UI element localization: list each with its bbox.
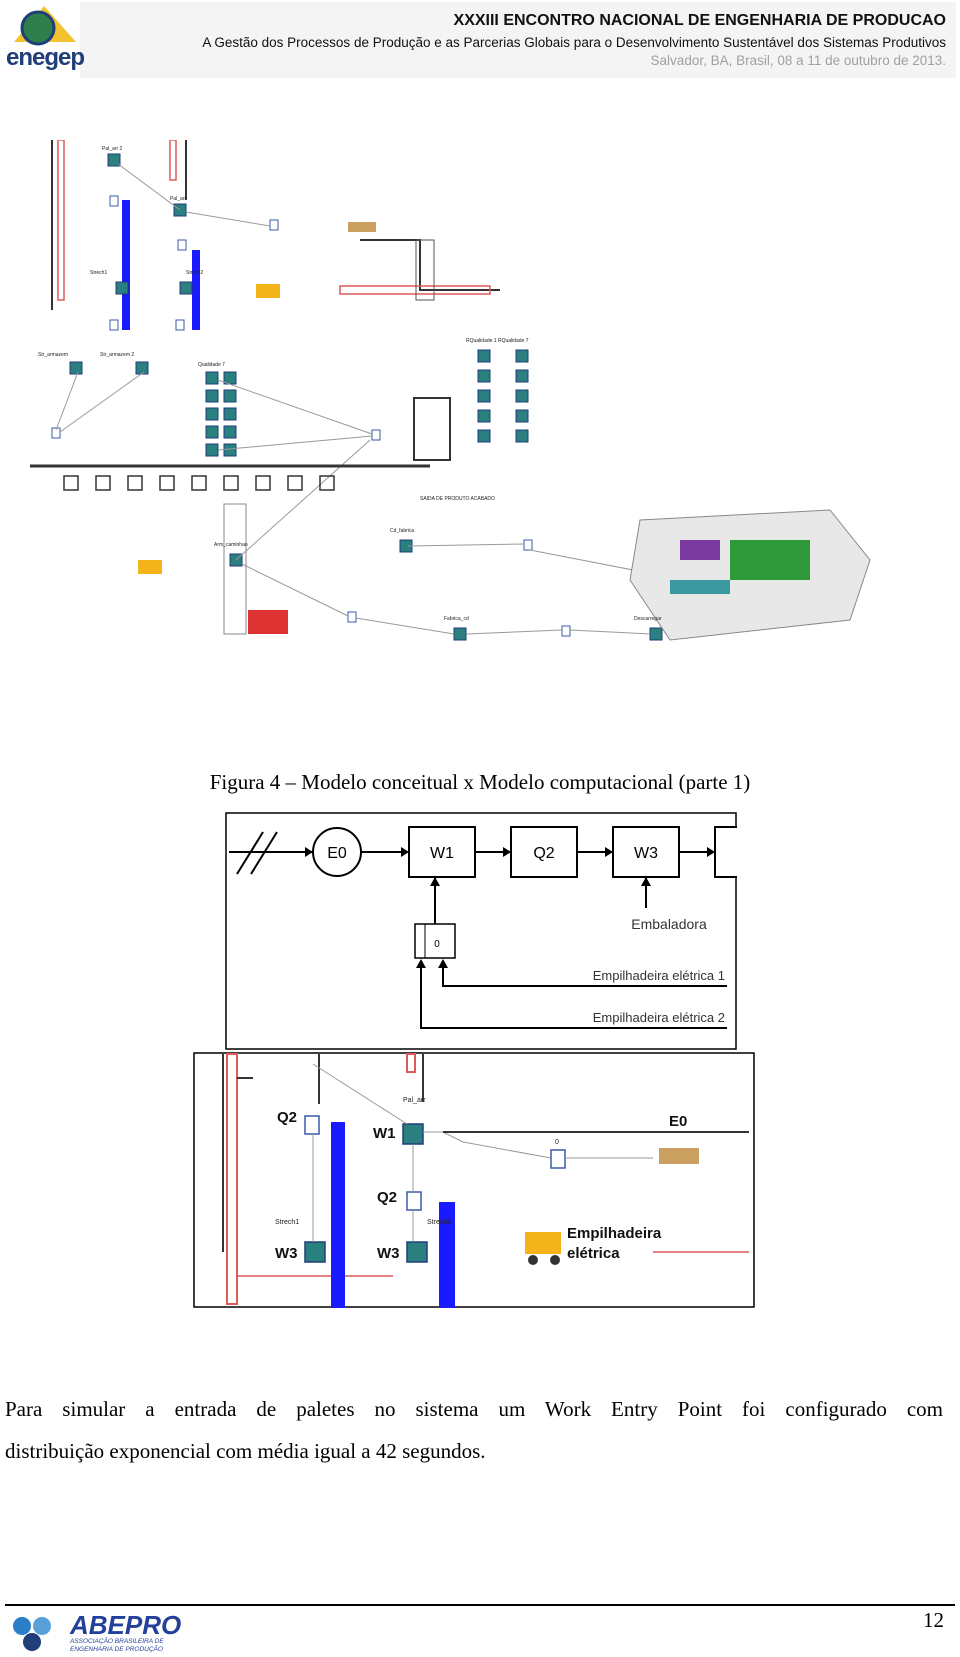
label-pal-arr2: Pal_arr 2 bbox=[102, 146, 123, 152]
figure-caption: Figura 4 – Modelo conceitual x Modelo co… bbox=[209, 770, 751, 794]
e0-label: E0 bbox=[327, 845, 347, 862]
page-header: enegep XXXIII ENCONTRO NACIONAL DE ENGEN… bbox=[0, 0, 960, 82]
label-pal-arr: Pal_arr bbox=[170, 196, 186, 202]
w3-left-label: W3 bbox=[275, 1245, 298, 1262]
label-strech1: Strech1 bbox=[90, 270, 107, 276]
abepro-logo-text: ABEPRO bbox=[70, 1610, 182, 1640]
w3-right-label: W3 bbox=[377, 1245, 400, 1262]
q2-top-label: Q2 bbox=[277, 1109, 297, 1126]
label-qualidade7: Qualidade 7 bbox=[198, 362, 225, 368]
empilhadeira2-label: Empilhadeira elétrica 2 bbox=[593, 1010, 725, 1025]
enegep-logo bbox=[14, 6, 76, 46]
enegep-logo-text: enegep bbox=[6, 44, 85, 71]
label-str-armazem: Str_armazem bbox=[38, 352, 68, 358]
pal-arr-label: Pal_arr bbox=[403, 1097, 426, 1104]
empilhadeira-label-line1: Empilhadeira bbox=[567, 1225, 662, 1242]
footer-rule bbox=[5, 1604, 955, 1606]
q2-node bbox=[510, 826, 578, 878]
conceptual-model-figure: E0 W1 Q2 W3 Embaladora 0 Empilhadeira el… bbox=[225, 812, 737, 1050]
computational-model-zoom-figure: Q2 W1 E0 Q2 W3 W3 Empilhadeira elétrica … bbox=[193, 1052, 755, 1308]
strech2-column bbox=[192, 250, 200, 330]
q2-mid-queue bbox=[406, 1191, 422, 1211]
page-number: 12 bbox=[923, 1608, 944, 1632]
strech2-label: Strech2 bbox=[427, 1219, 451, 1226]
w3-right-workcenter bbox=[406, 1241, 428, 1263]
rail-left bbox=[57, 140, 65, 301]
strech1-label: Strech1 bbox=[275, 1219, 299, 1226]
paragraph-line-1: Para simular a entrada de paletes no sis… bbox=[5, 1397, 943, 1421]
paragraph-line-2: distribuição exponencial com média igual… bbox=[5, 1439, 486, 1463]
w3-left-workcenter bbox=[304, 1241, 326, 1263]
forklift-icon bbox=[525, 1232, 561, 1254]
label-fabrica-cd: Fabrica_cd bbox=[444, 616, 469, 622]
label-descarregar: Descarregar bbox=[634, 616, 662, 622]
q2-label: Q2 bbox=[533, 845, 554, 862]
strech2-column bbox=[439, 1202, 455, 1308]
forklift-queue-node bbox=[414, 923, 456, 959]
abepro-logo-subtext: ASSOCIAÇÃO BRASILEIRA DE ENGENHARIA DE P… bbox=[70, 1638, 164, 1653]
w1-label: W1 bbox=[430, 845, 454, 862]
q2-top-queue bbox=[304, 1115, 320, 1135]
embaladora-label: Embaladora bbox=[631, 916, 707, 932]
label-cd-fabrica: Cd_fabrica bbox=[390, 528, 414, 534]
w1-label: W1 bbox=[373, 1125, 396, 1142]
strech1-column bbox=[331, 1122, 345, 1308]
conference-location: Salvador, BA, Brasil, 08 a 11 de outubro… bbox=[650, 53, 946, 68]
pallet-icon bbox=[659, 1148, 699, 1164]
label-arm-caminhao: Arm_caminhao bbox=[214, 542, 248, 548]
conference-subtitle: A Gestão dos Processos de Produção e as … bbox=[202, 35, 946, 50]
computational-model-figure: Pal_arr 2 Pal_arr Strech1 Strech2 Str_ar… bbox=[30, 140, 871, 641]
w1-node bbox=[408, 826, 476, 878]
empilhadeira-label-line2: elétrica bbox=[567, 1245, 620, 1262]
q2-mid-label: Q2 bbox=[377, 1189, 397, 1206]
w1-workcenter bbox=[402, 1123, 424, 1145]
conference-title: XXXIII ENCONTRO NACIONAL DE ENGENHARIA D… bbox=[453, 12, 946, 29]
header-band bbox=[80, 2, 956, 78]
queue-zero-label: 0 bbox=[555, 1139, 559, 1146]
queue-count-label: 0 bbox=[434, 939, 440, 950]
label-rqualidade: RQualidade 1 RQualidade 7 bbox=[466, 338, 529, 344]
label-str-armazem2: Str_armazem 2 bbox=[100, 352, 134, 358]
label-strech2: Strech2 bbox=[186, 270, 203, 276]
label-saida: SAIDA DE PRODUTO ACABADO bbox=[420, 496, 495, 502]
w3-node bbox=[612, 826, 680, 878]
abepro-logo bbox=[13, 1617, 51, 1651]
w3-label: W3 bbox=[634, 845, 658, 862]
empilhadeira1-label: Empilhadeira elétrica 1 bbox=[593, 968, 725, 983]
strech1-column bbox=[122, 200, 130, 330]
e0-label: E0 bbox=[669, 1113, 687, 1130]
body-paragraph: Para simular a entrada de paletes no sis… bbox=[5, 1388, 943, 1472]
